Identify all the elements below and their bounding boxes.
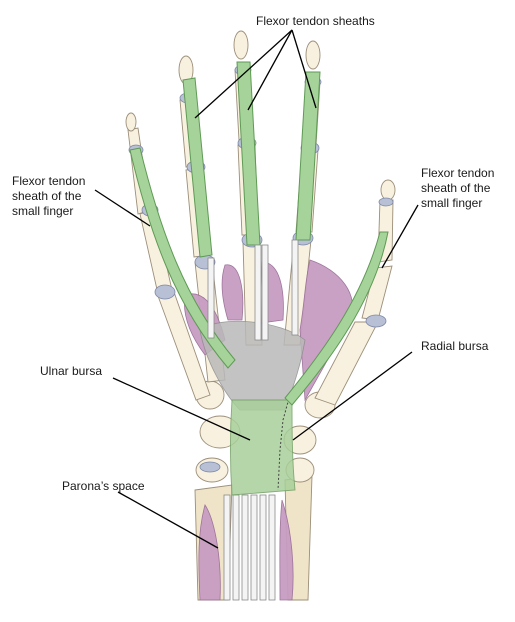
- label-paronas-space: Parona’s space: [62, 479, 145, 493]
- label-radial-bursa: Radial bursa: [421, 339, 489, 353]
- leader-lines: [94, 29, 419, 549]
- label-small-finger-sheath-left: Flexor tendon sheath of the small finger: [12, 174, 85, 218]
- label-line-1: Flexor tendon: [12, 174, 85, 188]
- radial-bursa-border: [277, 394, 291, 491]
- label-line-3: small finger: [12, 204, 73, 218]
- label-small-finger-sheath-right: Flexor tendon sheath of the small finger: [421, 166, 494, 210]
- label-ulnar-bursa: Ulnar bursa: [40, 364, 102, 378]
- label-line-3: small finger: [421, 196, 482, 210]
- palm-tendons: [207, 239, 299, 341]
- ulnar-bursa-shape: [199, 320, 306, 411]
- carpal-tunnel-bursa: [230, 399, 296, 496]
- label-flexor-tendon-sheaths: Flexor tendon sheaths: [256, 14, 375, 28]
- label-line-2: sheath of the: [12, 189, 82, 203]
- forearm: [194, 475, 313, 601]
- label-line-1: Flexor tendon: [421, 166, 494, 180]
- label-line-2: sheath of the: [421, 181, 491, 195]
